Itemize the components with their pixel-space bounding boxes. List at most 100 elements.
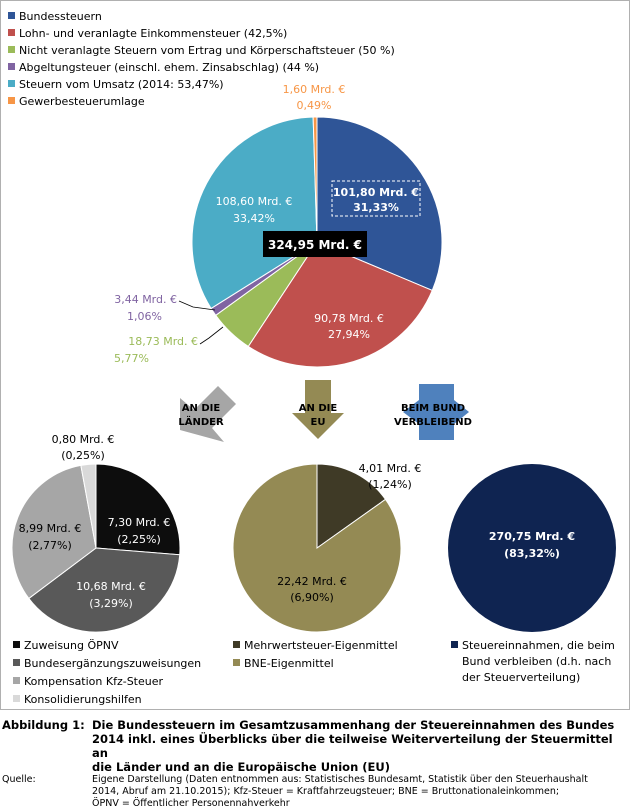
main-legend-item: Lohn- und veranlagte Einkommensteuer (42… <box>8 27 287 40</box>
legend-swatch <box>8 97 15 104</box>
main-legend-item: Nicht veranlagte Steuern vom Ertrag und … <box>8 44 395 57</box>
caption-line: Die Bundessteuern im Gesamtzusammenhang … <box>92 718 615 732</box>
eu-legend: Mehrwertsteuer-Eigenmittel BNE-Eigenmitt… <box>233 639 398 670</box>
pie-slice <box>232 463 402 633</box>
main-legend-item: Abgeltungsteuer (einschl. ehem. Zinsabsc… <box>8 61 319 74</box>
data-label: 5,77% <box>114 352 149 365</box>
legend-item: BNE-Eigenmittel <box>233 657 334 670</box>
legend-label: Bundesergänzungszuweisungen <box>24 657 201 670</box>
figure-frame: Bundessteuern Lohn- und veranlagte Einko… <box>0 0 630 710</box>
pie-slice <box>28 547 181 633</box>
laender-pie <box>11 463 181 633</box>
legend-item: Konsolidierungshilfen <box>13 693 142 706</box>
source-line: Eigene Darstellung (Daten entnommen aus:… <box>92 774 588 785</box>
data-label: (83,32%) <box>504 547 560 560</box>
arrow-shape <box>180 386 236 442</box>
data-label: 0,49% <box>297 99 332 112</box>
data-label: (2,77%) <box>28 539 72 552</box>
pie-slice <box>316 463 387 549</box>
data-label: 27,94% <box>328 328 370 341</box>
data-label: 8,99 Mrd. € <box>19 522 82 535</box>
total-box <box>263 231 367 257</box>
data-label: 1,06% <box>127 310 162 323</box>
laender-legend: Zuweisung ÖPNV Bundesergänzungszuweisung… <box>13 639 201 706</box>
arrow-label: BEIM BUND <box>401 403 465 414</box>
data-label: 101,80 Mrd. € <box>333 186 419 199</box>
legend-label: Nicht veranlagte Steuern vom Ertrag und … <box>19 44 395 57</box>
legend-item: Zuweisung ÖPNV <box>13 639 119 652</box>
legend-label: Abgeltungsteuer (einschl. ehem. Zinsabsc… <box>19 61 319 74</box>
arrow-label: AN DIE <box>299 403 338 414</box>
legend-swatch <box>13 695 20 702</box>
eu-pie-labels: 4,01 Mrd. € (1,24%) 22,42 Mrd. € (6,90%) <box>277 462 421 604</box>
arrow-label: VERBLEIBEND <box>394 417 472 428</box>
caption-source-row: Quelle: Eigene Darstellung (Daten entnom… <box>2 774 628 810</box>
data-label: 18,73 Mrd. € <box>128 335 198 348</box>
label-box <box>331 180 421 217</box>
legend-label: Kompensation Kfz-Steuer <box>24 675 164 688</box>
arrow-shape <box>292 380 344 439</box>
arrow-to-eu: AN DIE EU <box>292 380 344 439</box>
pie-slice <box>448 464 616 632</box>
legend-swatch <box>8 80 15 87</box>
arrow-label: LÄNDER <box>178 414 224 428</box>
legend-swatch <box>8 12 15 19</box>
legend-item: Mehrwertsteuer-Eigenmittel <box>233 639 398 652</box>
data-label: (2,25%) <box>117 533 161 546</box>
data-label: 4,01 Mrd. € <box>359 462 422 475</box>
legend-item: Steuereinnahmen, die beim Bund verbleibe… <box>451 639 615 684</box>
bund-pie-labels: 270,75 Mrd. € (83,32%) <box>489 530 575 560</box>
data-label: 7,30 Mrd. € <box>108 516 171 529</box>
data-label: 10,68 Mrd. € <box>76 580 146 593</box>
legend-swatch <box>233 659 240 666</box>
bund-legend: Steuereinnahmen, die beim Bund verbleibe… <box>451 639 615 684</box>
data-label: 3,44 Mrd. € <box>114 293 177 306</box>
legend-swatch <box>8 29 15 36</box>
caption-title-row: Abbildung 1: Die Bundessteuern im Gesamt… <box>2 718 628 774</box>
bund-pie <box>448 464 616 632</box>
arrow-to-laender: AN DIE LÄNDER <box>178 386 236 442</box>
data-label: (6,90%) <box>290 591 334 604</box>
pie-slice <box>80 463 97 549</box>
chart-canvas: Bundessteuern Lohn- und veranlagte Einko… <box>8 10 616 706</box>
total-label: 324,95 Mrd. € <box>268 238 362 252</box>
legend-swatch <box>13 677 20 684</box>
data-label: 0,80 Mrd. € <box>52 433 115 446</box>
data-label: 1,60 Mrd. € <box>283 83 346 96</box>
legend-item: Kompensation Kfz-Steuer <box>13 675 164 688</box>
legend-item: Bundesergänzungszuweisungen <box>13 657 201 670</box>
legend-label: Lohn- und veranlagte Einkommensteuer (42… <box>19 27 287 40</box>
pie-slice <box>312 116 318 243</box>
data-label: 33,42% <box>233 212 275 225</box>
data-label: (0,25%) <box>61 449 105 462</box>
data-label: 270,75 Mrd. € <box>489 530 575 543</box>
legend-swatch <box>13 659 20 666</box>
legend-label: Bundessteuern <box>19 10 102 23</box>
legend-label: Steuereinnahmen, die beim <box>462 639 615 652</box>
pie-slice <box>247 241 433 368</box>
legend-label: Mehrwertsteuer-Eigenmittel <box>244 639 398 652</box>
data-label: 108,60 Mrd. € <box>216 195 293 208</box>
source-label: Quelle: <box>2 774 36 785</box>
legend-swatch <box>8 63 15 70</box>
caption-line: die Länder und an die Europäische Union … <box>92 760 390 774</box>
legend-label: Gewerbesteuerumlage <box>19 95 145 108</box>
source-text: Eigene Darstellung (Daten entnommen aus:… <box>92 774 628 810</box>
laender-pie-labels: 0,80 Mrd. € (0,25%) 7,30 Mrd. € (2,25%) … <box>19 433 171 610</box>
caption-text: Die Bundessteuern im Gesamtzusammenhang … <box>92 718 628 774</box>
arrow-beim-bund: BEIM BUND VERBLEIBEND <box>394 384 472 440</box>
main-legend-item: Gewerbesteuerumlage <box>8 95 145 108</box>
arrow-label: EU <box>311 417 326 428</box>
main-legend-item: Bundessteuern <box>8 10 102 23</box>
main-legend: Bundessteuern Lohn- und veranlagte Einko… <box>8 10 395 108</box>
source-line: 2014, Abruf am 21.10.2015); Kfz-Steuer =… <box>92 786 560 797</box>
figure-caption: Abbildung 1: Die Bundessteuern im Gesamt… <box>2 718 628 810</box>
data-label: 31,33% <box>353 201 399 214</box>
caption-line: 2014 inkl. eines Überblicks über die tei… <box>92 732 613 760</box>
legend-swatch <box>233 641 240 648</box>
legend-label: Konsolidierungshilfen <box>24 693 142 706</box>
data-label: (1,24%) <box>368 478 412 491</box>
leader-line <box>199 326 224 345</box>
legend-label: Bund verbleiben (d.h. nach <box>462 655 611 668</box>
legend-swatch <box>451 641 458 648</box>
